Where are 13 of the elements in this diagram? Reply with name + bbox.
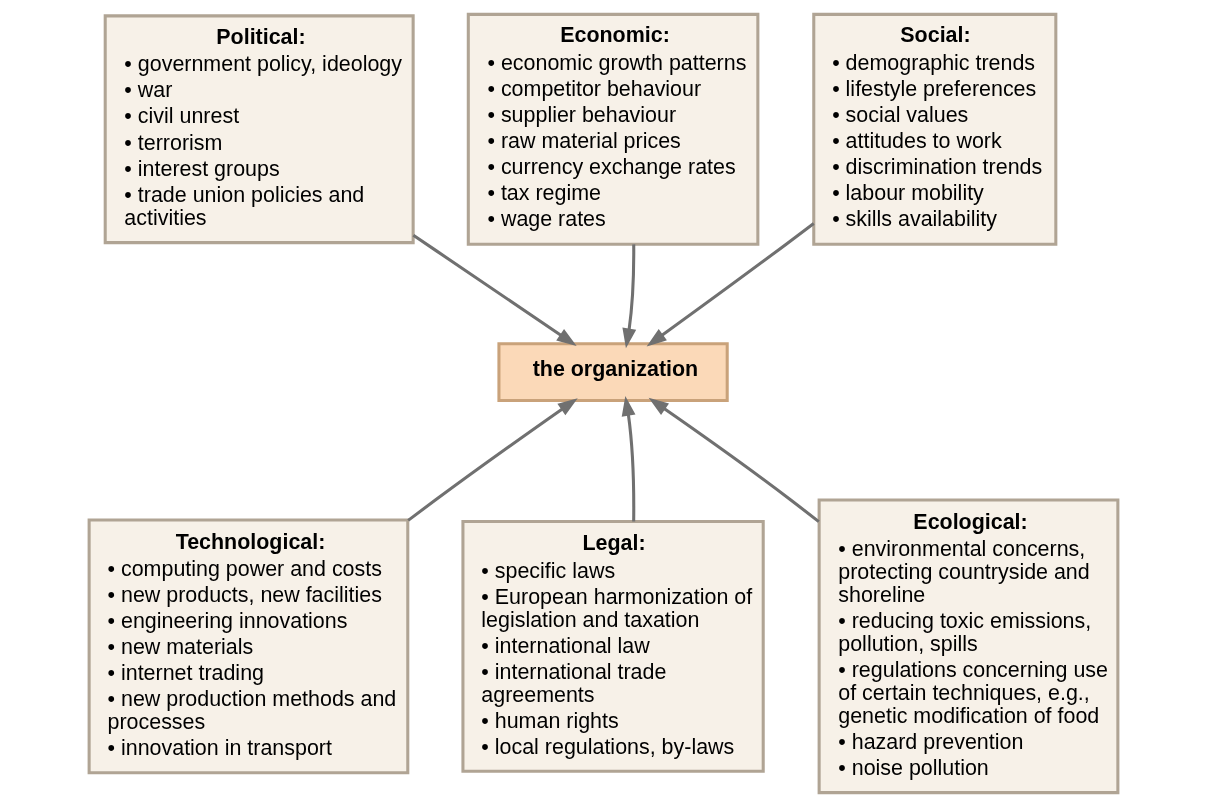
node-box: Ecological: • environmental concerns, protecting countryside and shoreline • reducing toxic emissions, pollution, spills • regulations concerning use of certain techniques, e.g., genetic modification of food • hazard prevention • noise pollution <box>817 498 1120 795</box>
arrow <box>648 397 820 523</box>
node-box: Economic: • economic growth patterns • competitor behaviour • supplier behaviour • raw material prices • currency exchange rates • tax regime • wage rates <box>466 12 760 246</box>
node-box: Social: • demographic trends • lifestyle preferences • social values • attitudes to work • discrimination trends • labour mobility • skills availability <box>812 12 1058 246</box>
node-box: the organization <box>497 342 729 402</box>
node-box: Legal: • specific laws • European harmonization of legislation and taxation • international law • international trade agreements • human rights • local regulations, by-laws <box>461 519 765 773</box>
node-box: Political: • government policy, ideology • war • civil unrest • terrorism • interest groups • trade union policies and activities <box>103 14 415 245</box>
arrow <box>412 234 577 346</box>
node-box: Technological: • computing power and costs • new products, new facilities • engineering innovations • new materials • internet trading • new production methods and processes • innovation in transport <box>87 518 410 775</box>
arrow <box>646 222 815 347</box>
arrow <box>621 396 636 522</box>
arrow <box>407 398 578 522</box>
arrow <box>622 244 637 349</box>
